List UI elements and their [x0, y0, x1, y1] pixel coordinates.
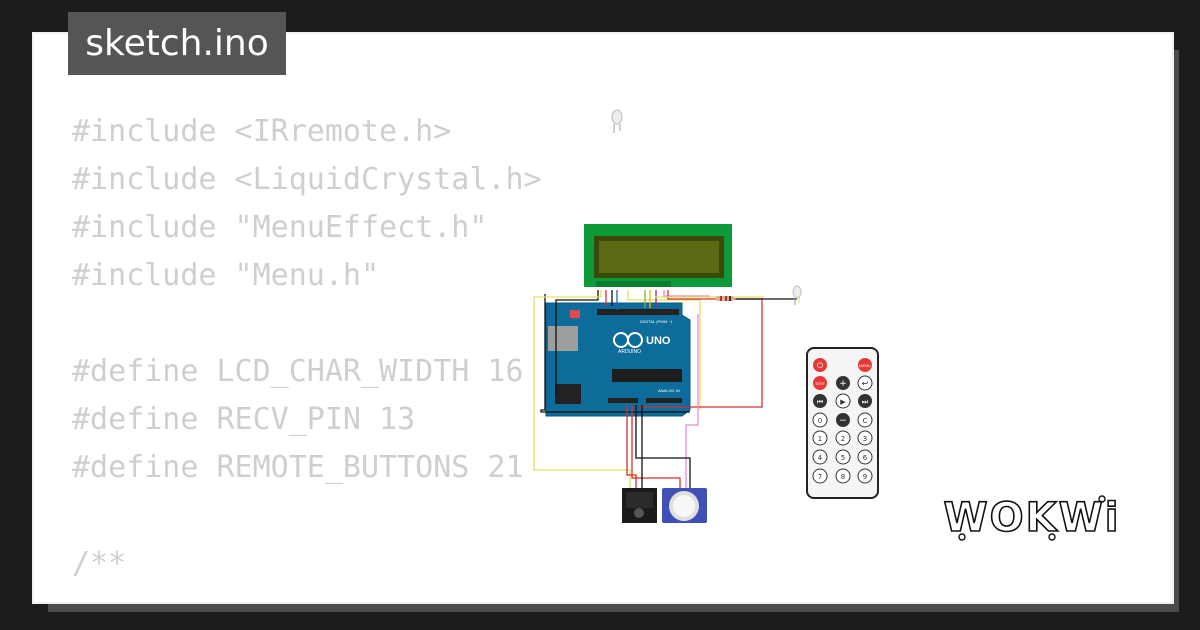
code-line: #define RECV_PIN 13	[72, 402, 416, 437]
code-line: /**	[72, 546, 127, 581]
wokwi-logo: WOKWi	[943, 494, 1121, 542]
code-line: #include <LiquidCrystal.h>	[72, 162, 542, 197]
code-line: #include "Menu.h"	[72, 258, 380, 293]
wokwi-logo-text: WOKWi	[944, 495, 1121, 541]
code-preview: #include <IRremote.h> #include <LiquidCry…	[72, 108, 542, 598]
code-line	[72, 492, 542, 540]
code-line: #include <IRremote.h>	[72, 114, 452, 149]
code-line: #define LCD_CHAR_WIDTH 16	[72, 354, 524, 389]
code-line: #include "MenuEffect.h"	[72, 210, 488, 245]
filename-tab: sketch.ino	[68, 12, 286, 75]
code-line: * Cali... Config...	[72, 588, 542, 598]
code-line: #define REMOTE_BUTTONS 21	[72, 450, 524, 485]
code-line	[72, 300, 542, 348]
